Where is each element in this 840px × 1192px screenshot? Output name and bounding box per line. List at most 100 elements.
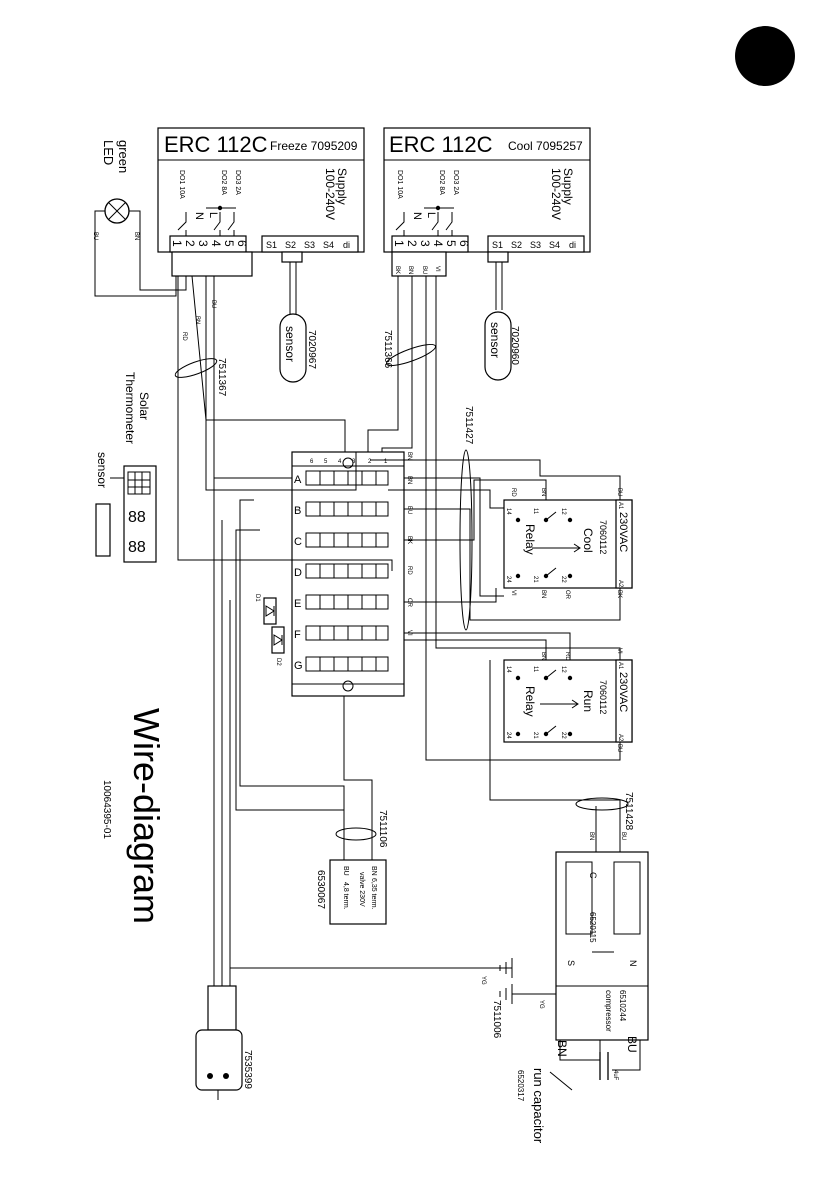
freeze-n: N [193,212,205,220]
cool-l: L [425,212,437,218]
rc-12: 12 [560,508,566,515]
svg-text:88: 88 [128,509,146,526]
relay-run: 230VAC 7060112 Run Relay A1 A2 14 11 12 … [503,648,633,752]
rc-22: 22 [560,576,566,583]
comp-bn-wire: BN [588,832,594,840]
comp-c: C [588,872,598,879]
valve-line1: 6,35 term. [370,878,377,910]
valve-line2: valve 230V [358,872,365,907]
cool-s2: S2 [511,240,522,250]
valve-bn: BN [370,866,377,876]
col-3: 3 [352,459,356,465]
comp-label: compressor [604,990,613,1032]
freeze-t2: 2 [183,240,197,247]
cool-t2: 2 [405,240,419,247]
cool-voltage: 100-240V [549,168,563,220]
thermo-line1: Solar [137,392,151,420]
freeze-s3: S3 [304,240,315,250]
freeze-l: L [207,212,219,218]
sensor-cool: 7020960 sensor [484,251,520,381]
cap-value: 4uF [612,1070,618,1081]
w-bn-freeze: BN [194,316,200,324]
rc-24: 24 [505,576,511,583]
thermo-line3: sensor [95,452,109,488]
thermo-line2: Thermometer [123,372,137,444]
col-5: 5 [324,459,328,465]
comp-n: N [628,960,638,967]
relay-run-code: 7060112 [598,680,608,714]
freeze-model: ERC 112C [164,132,268,157]
freeze-t5: 5 [222,240,236,247]
relay-run-function: Run [581,690,595,712]
sensor-cool-code: 7020960 [509,326,520,365]
tag-rd: RD [406,566,412,575]
cap-bu: BU [625,1036,639,1053]
rr-22: 22 [560,732,566,739]
freeze-t4: 4 [209,240,223,247]
rr-12: 12 [560,666,566,673]
rr-11: 11 [532,666,538,673]
freeze-supply: Supply [335,168,349,205]
w-bk-cool: BK [394,266,400,274]
wiring [177,275,641,1091]
cool-t1: 1 [392,240,406,247]
cool-model: ERC 112C [389,132,493,157]
rr-24: 24 [505,732,511,739]
diode-d2: D2 [275,658,281,666]
tag-or: OR [406,598,412,608]
relay-cool-function: Cool [581,528,595,553]
diagram-code: 10064395-01 [101,780,112,839]
rc-w-bk: BK [616,590,622,598]
rr-w-bn: BN [540,652,546,660]
led-line1: green [116,140,131,173]
cable-7511427: 7511427 [463,406,474,445]
w-bu-cool: BU [421,266,427,274]
cool-t4: 4 [431,240,445,247]
col-4: 4 [338,459,342,465]
solar-thermometer: Solar Thermometer sensor 88 88 [95,372,157,563]
valve-code: 6530067 [315,870,326,909]
relay-run-name: Relay [523,686,537,717]
freeze-do2: DO2 8A [220,170,227,195]
freeze-s2: S2 [285,240,296,250]
rr-w-vi: VI [616,648,622,654]
cool-t5: 5 [444,240,458,247]
rc-w-bn: BN [540,488,546,496]
row-g: G [294,660,303,672]
cool-t6: 6 [457,240,471,247]
led-bn: BN [133,232,139,240]
cool-di: di [569,240,576,250]
col-6: 6 [310,459,314,465]
tag-bn: BN [406,476,412,484]
rc-a1: A1 [617,502,623,510]
cool-do2: DO2 8A [438,170,445,195]
cool-t3: 3 [418,240,432,247]
rc-w-rd: RD [510,488,516,497]
rc-a2: A2 [617,580,623,588]
page-marker-dot [735,26,795,86]
cool-do3: DO3 2A [452,170,459,195]
rc-w-or: OR [564,590,570,600]
compressor: 6520115 C S N 6510244 compressor BN BU [555,832,649,1041]
rc-14: 14 [505,508,511,515]
w-bu-freeze: BU [210,300,216,308]
freeze-s1: S1 [266,240,277,250]
cool-do1: DO1 10A [396,170,403,199]
cable-7535399: 7535399 [242,1050,253,1089]
col-1: 1 [384,459,388,465]
freeze-t3: 3 [196,240,210,247]
cap-bn: BN [555,1040,569,1057]
terminal-block: A B C D E F G 6 5 4 3 2 1 BN BN BU BK RD… [254,451,412,697]
row-e: E [294,598,301,610]
rr-21: 21 [532,732,538,739]
row-c: C [294,536,302,548]
rc-w-bn2: BN [540,590,546,598]
rr-w-rd: RD [564,652,570,661]
freeze-s4: S4 [323,240,334,250]
sensor-freeze: 7020967 sensor [279,251,317,383]
valve-line3: 4,8 term. [342,882,349,910]
rc-11: 11 [532,508,538,515]
sensor-freeze-label: sensor [283,326,297,362]
cool-s1: S1 [492,240,503,250]
